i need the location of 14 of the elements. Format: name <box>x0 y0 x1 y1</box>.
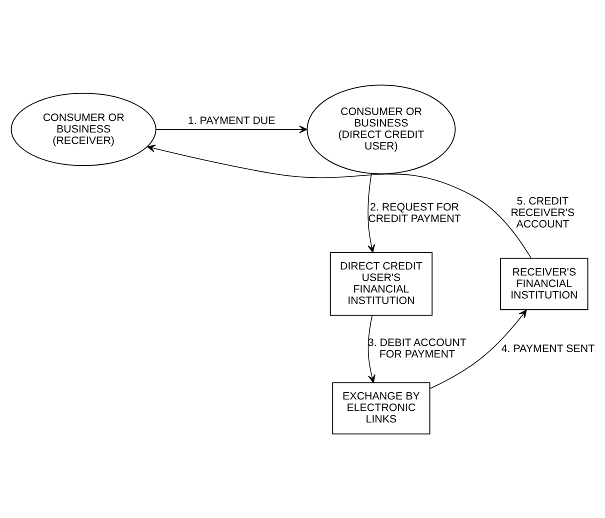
arrow <box>368 314 376 382</box>
node-box: EXCHANGE BY ELECTRONIC LINKS <box>332 382 430 434</box>
arrow <box>368 172 376 252</box>
edge-label: 4. PAYMENT SENT <box>501 342 595 354</box>
edge-label: 1. PAYMENT DUE <box>188 114 276 127</box>
node-box: RECEIVER'S FINANCIAL INSTITUTION <box>500 257 588 310</box>
edge-label: 5. CREDIT RECEIVER'S ACCOUNT <box>510 195 575 230</box>
arrow <box>156 125 308 133</box>
arrow <box>430 309 527 389</box>
node-box: DIRECT CREDIT USER'S FINANCIAL INSTITUTION <box>330 252 433 316</box>
edge-label: 3. DEBIT ACCOUNT FOR PAYMENT <box>368 336 466 360</box>
node-ellipse: CONSUMER OR BUSINESS (DIRECT CREDIT USER) <box>306 84 456 174</box>
edge-label: 2. REQUEST FOR CREDIT PAYMENT <box>368 200 461 224</box>
arrow <box>147 144 532 258</box>
